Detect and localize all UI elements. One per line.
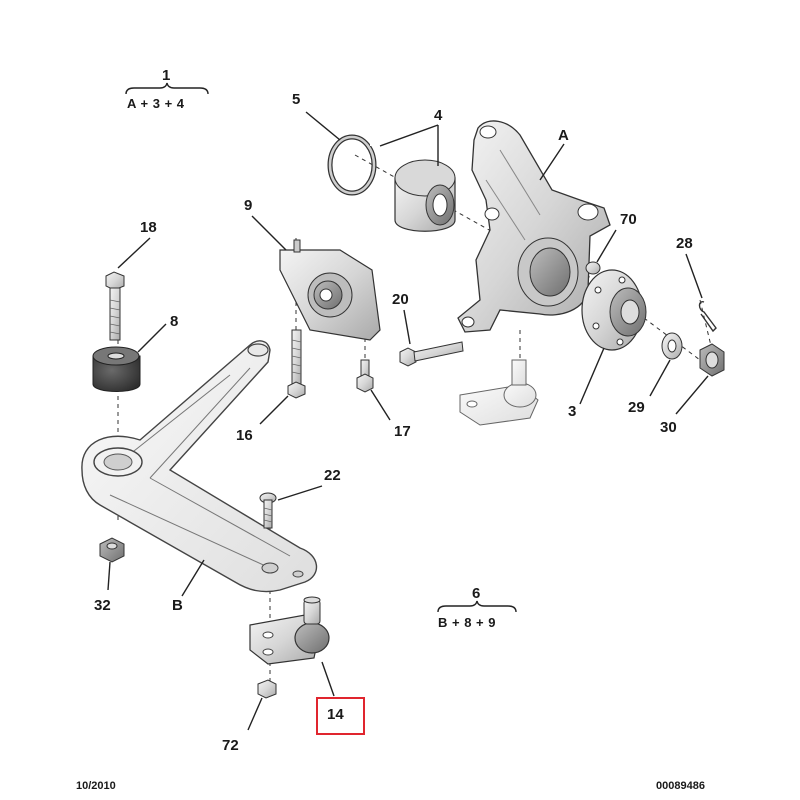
label-28: 28 bbox=[676, 235, 693, 252]
bush-8[interactable] bbox=[92, 346, 141, 392]
lower-control-arm bbox=[81, 340, 318, 593]
label-70: 70 bbox=[620, 211, 637, 228]
label-A: A bbox=[558, 127, 569, 144]
bolt-16[interactable] bbox=[287, 329, 306, 399]
footer-date: 10/2010 bbox=[76, 780, 116, 792]
group-6-number: 6 bbox=[472, 585, 481, 602]
screw-70[interactable] bbox=[585, 261, 601, 275]
split-pin-28[interactable] bbox=[698, 301, 717, 333]
label-18: 18 bbox=[140, 219, 157, 236]
footer-reference: 00089486 bbox=[656, 780, 705, 792]
ball-joint-ghost bbox=[459, 359, 539, 426]
label-5: 5 bbox=[292, 91, 301, 108]
label-14: 14 bbox=[327, 706, 344, 723]
label-22: 22 bbox=[324, 467, 341, 484]
hub-carrier-A[interactable] bbox=[457, 120, 611, 333]
nut-30[interactable] bbox=[699, 343, 725, 377]
label-20: 20 bbox=[392, 291, 409, 308]
group-braces bbox=[125, 82, 517, 613]
label-30: 30 bbox=[660, 419, 677, 436]
highlight-box-14[interactable] bbox=[316, 697, 365, 735]
bolt-22[interactable] bbox=[259, 492, 277, 529]
bearing-4[interactable] bbox=[394, 159, 456, 232]
label-B: B bbox=[172, 597, 183, 614]
group-6-formula: B + 8 + 9 bbox=[438, 615, 496, 630]
bolt-18[interactable] bbox=[105, 271, 125, 341]
nut-32[interactable] bbox=[99, 537, 125, 563]
circlip-5[interactable] bbox=[327, 134, 377, 196]
label-3: 3 bbox=[568, 403, 577, 420]
label-16: 16 bbox=[236, 427, 253, 444]
label-8: 8 bbox=[170, 313, 179, 330]
label-9: 9 bbox=[244, 197, 253, 214]
label-4: 4 bbox=[434, 107, 443, 124]
label-29: 29 bbox=[628, 399, 645, 416]
washer-29[interactable] bbox=[661, 332, 683, 360]
label-72: 72 bbox=[222, 737, 239, 754]
group-1-number: 1 bbox=[162, 67, 171, 84]
bolt-20[interactable] bbox=[399, 341, 464, 367]
hub-3[interactable] bbox=[581, 269, 647, 351]
bolt-17[interactable] bbox=[356, 359, 374, 393]
nut-72[interactable] bbox=[257, 679, 277, 699]
label-17: 17 bbox=[394, 423, 411, 440]
ball-joint-14[interactable] bbox=[249, 596, 330, 665]
bracket-9[interactable] bbox=[279, 239, 381, 341]
group-1-formula: A + 3 + 4 bbox=[127, 96, 185, 111]
label-32: 32 bbox=[94, 597, 111, 614]
leader-lines bbox=[107, 111, 709, 731]
